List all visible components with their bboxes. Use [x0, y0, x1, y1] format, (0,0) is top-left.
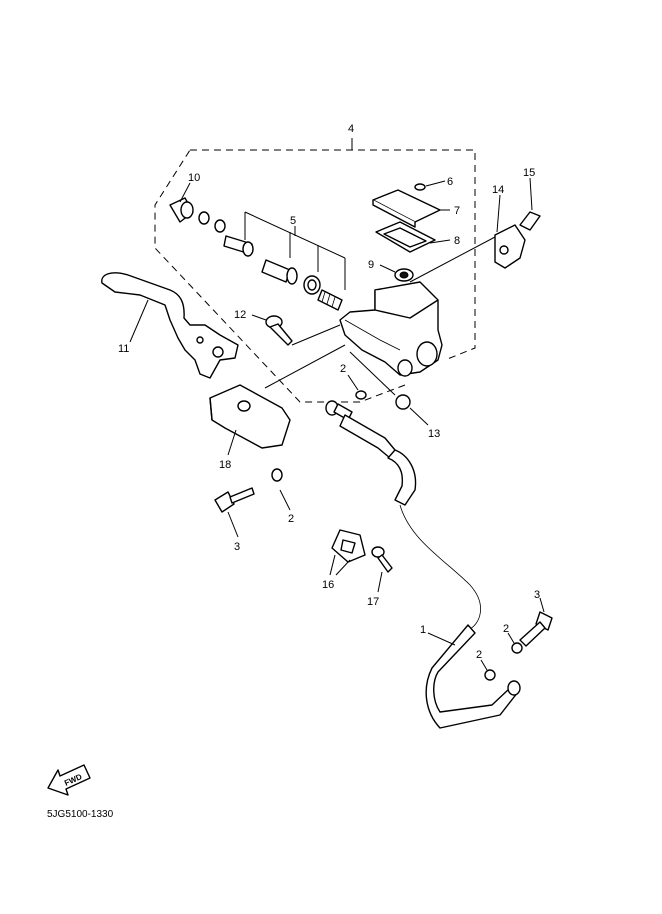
- callout-2-right-a: 2: [503, 623, 509, 635]
- callout-3-left: 3: [234, 541, 240, 553]
- part-12-pivot-bolt: [251, 314, 341, 346]
- part-5-piston-kit: [223, 211, 346, 311]
- part-2-washer-right-b: [480, 659, 496, 681]
- callout-2-right-b: 2: [476, 649, 482, 661]
- master-cylinder-body: [339, 281, 443, 377]
- part-2-washer-upper: [347, 374, 367, 400]
- callout-7: 7: [454, 205, 460, 217]
- part-3-union-bolt-left: [214, 487, 255, 538]
- part-10-dust-boot: [169, 182, 226, 233]
- callout-14: 14: [492, 184, 504, 196]
- callout-8: 8: [454, 235, 460, 247]
- callout-5: 5: [290, 215, 296, 227]
- callout-16: 16: [322, 579, 334, 591]
- callout-10: 10: [188, 172, 200, 184]
- assembly-boundary: [154, 149, 476, 403]
- part-1-clutch-hose: [325, 400, 521, 729]
- part-15-bolt: [519, 177, 541, 231]
- part-18-master-cylinder-holder: [209, 344, 346, 456]
- callout-12: 12: [234, 309, 246, 321]
- callout-1: 1: [420, 624, 426, 636]
- callout-18: 18: [219, 459, 231, 471]
- callout-17: 17: [367, 596, 379, 608]
- callout-15: 15: [523, 167, 535, 179]
- callout-2-upper: 2: [340, 363, 346, 375]
- part-7-reservoir-cap: [372, 189, 450, 228]
- callout-2-lower: 2: [288, 513, 294, 525]
- part-2-washer-right-a: [507, 632, 523, 654]
- callout-3-right: 3: [534, 589, 540, 601]
- part-3-union-bolt-right: [519, 597, 553, 647]
- diagram-code: 5JG5100-1330: [47, 809, 114, 820]
- part-13-cap: [349, 351, 429, 426]
- callout-13: 13: [428, 428, 440, 440]
- callout-11: 11: [118, 343, 129, 355]
- callout-9: 9: [368, 259, 374, 271]
- callout-4: 4: [348, 123, 354, 135]
- part-11-clutch-lever: [101, 272, 239, 379]
- part-14-holder: [409, 194, 526, 283]
- part-17-bolt: [371, 546, 393, 593]
- part-16-clamp: [329, 529, 366, 576]
- callout-6: 6: [447, 176, 453, 188]
- part-6-screw: [414, 180, 446, 191]
- forward-arrow-icon: FWD: [47, 764, 91, 796]
- part-8-diaphragm-plate: [375, 221, 451, 253]
- part-2-washer-lower: [271, 468, 291, 511]
- part-9-diaphragm: [379, 264, 414, 282]
